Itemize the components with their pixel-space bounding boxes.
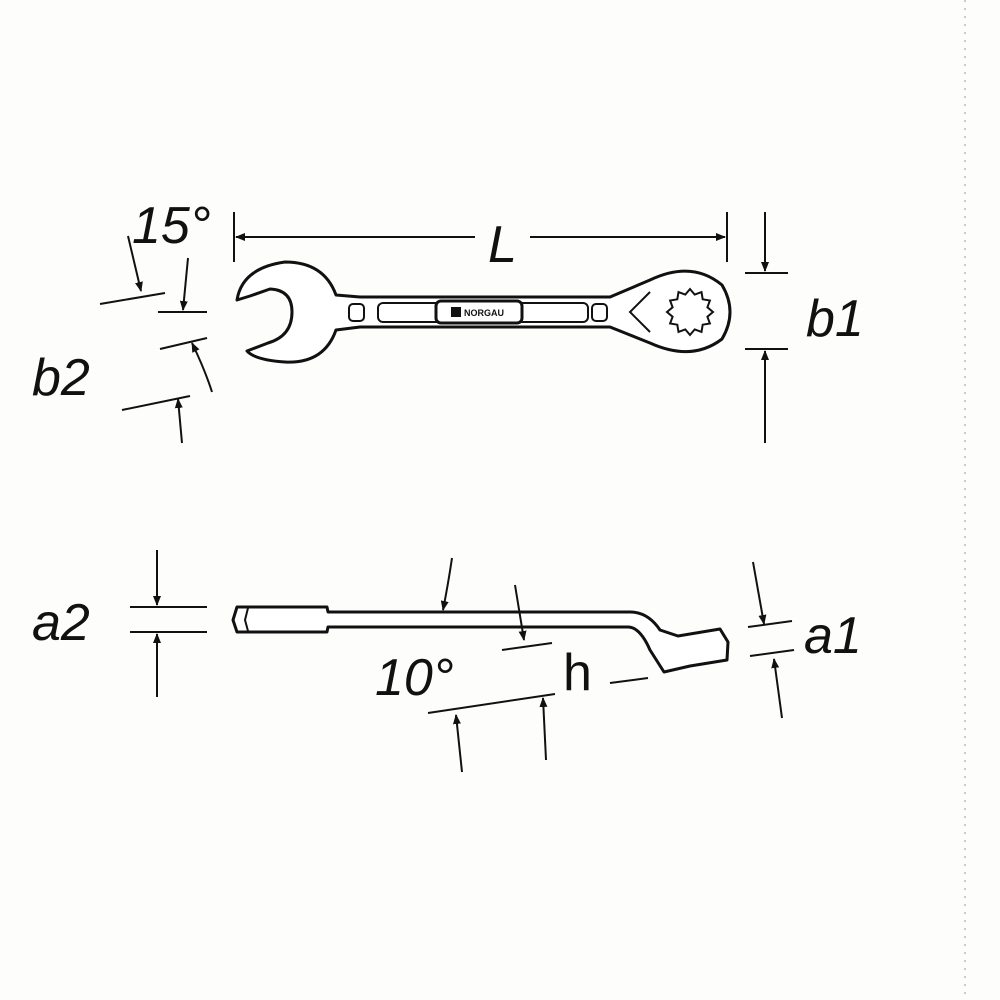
brand-plate	[434, 299, 524, 325]
dimension-h-and-angle: 10° h	[375, 557, 649, 773]
label-b2: b2	[32, 349, 90, 407]
side-tip-line	[243, 607, 249, 632]
dimension-a2: a2	[32, 550, 207, 697]
dimension-b1: b1	[745, 212, 864, 443]
label-b1: b1	[806, 290, 864, 348]
wrench-side-view	[231, 605, 730, 674]
dimension-L: L	[233, 212, 728, 274]
wrench-top-view: NORGAU	[235, 260, 732, 364]
brand-logo-square	[451, 307, 461, 317]
label-angle-10: 10°	[375, 649, 454, 707]
brand-name: NORGAU	[464, 308, 504, 318]
label-h: h	[563, 644, 592, 702]
handle-slot-right	[591, 303, 608, 322]
handle-slot-left	[348, 303, 365, 322]
label-L: L	[488, 216, 517, 274]
label-a2: a2	[32, 594, 90, 652]
ring-neck-line	[628, 291, 651, 333]
wrench-side-outline	[231, 605, 730, 674]
ring-12-point-opening	[665, 287, 715, 337]
dimension-a1: a1	[747, 561, 862, 719]
label-angle-15: 15°	[132, 197, 211, 255]
label-a1: a1	[804, 607, 862, 665]
dimension-b2: b2	[32, 235, 213, 444]
